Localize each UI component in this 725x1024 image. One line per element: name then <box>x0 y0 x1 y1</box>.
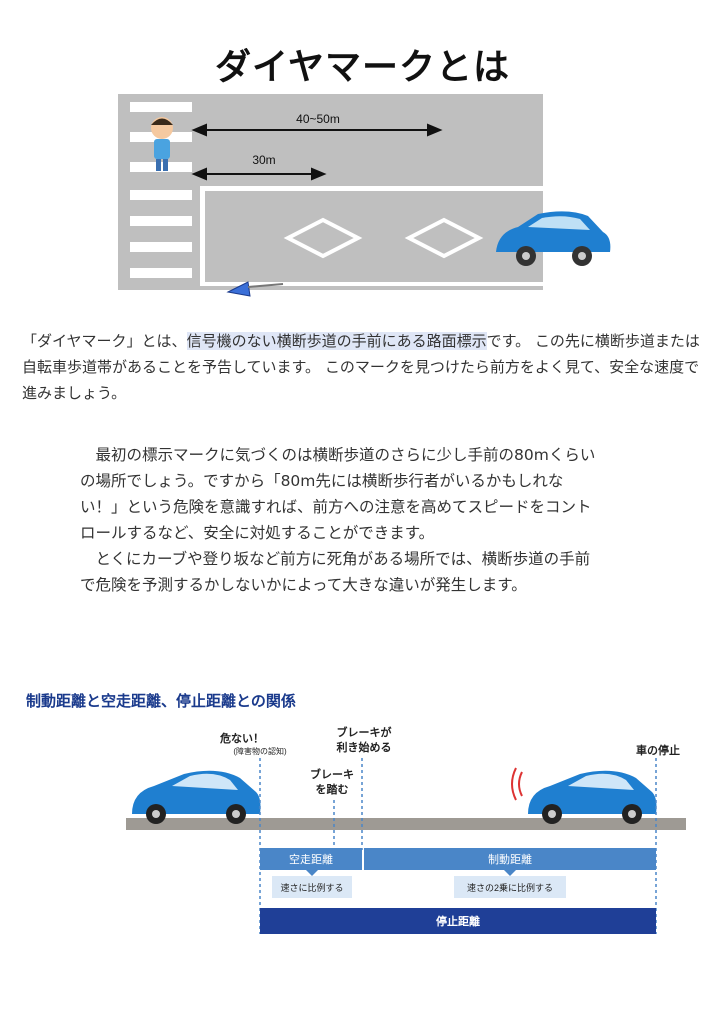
ground <box>126 818 686 830</box>
braking-note-box <box>454 876 566 898</box>
intro-text-1: 「ダイヤマーク」とは、 <box>22 332 187 350</box>
road-scene-illustration: 40~50m 30m <box>118 92 613 300</box>
stopping-distance-diagram: 危ない！ (障害物の認知) ブレーキが 利き始める ブレーキ を踏む 車の停止 … <box>126 725 686 934</box>
stopping-bar <box>260 908 656 934</box>
label-danger: 危ない！ <box>219 731 264 745</box>
body-text: 最初の標示マークに気づくのは横断歩道のさらに少し手前の80mくらいの場所でしょう… <box>80 442 600 598</box>
body-paragraph-1: 最初の標示マークに気づくのは横断歩道のさらに少し手前の80mくらいの場所でしょう… <box>80 446 596 542</box>
braking-note: 速さの2乗に比例する <box>467 882 553 893</box>
intro-highlight: 信号機のない横断歩道の手前にある路面標示 <box>186 332 487 350</box>
braking-bar <box>364 848 656 870</box>
label-brake-press-2: を踏む <box>316 782 349 796</box>
distance-arrow-short <box>191 167 327 181</box>
label-danger-sub: (障害物の認知) <box>233 746 287 756</box>
page-title: ダイヤマークとは <box>215 47 510 88</box>
distance-label-short: 30m <box>252 153 275 167</box>
child-pedestrian-icon <box>151 117 173 171</box>
label-brake-press-1: ブレーキ <box>310 767 354 781</box>
lane-line <box>200 186 543 191</box>
warning-sign-icon <box>226 281 251 297</box>
intro-paragraph: 「ダイヤマーク」とは、信号機のない横断歩道の手前にある路面標示です。 この先に横… <box>22 328 712 406</box>
diamond-marking <box>283 217 363 259</box>
distance-label-long: 40~50m <box>296 112 340 126</box>
label-brake-start-2: 利き始める <box>337 740 392 754</box>
diamond-marking <box>404 217 484 259</box>
free-run-note: 速さに比例する <box>280 882 343 893</box>
braking-label: 制動距離 <box>488 852 532 866</box>
left-car-icon <box>132 770 261 824</box>
intro-text-2: です。 この先に横断歩道または自転車歩道帯があることを予告しています。 このマー… <box>22 332 700 402</box>
free-run-bar <box>260 848 362 870</box>
label-brake-start-1: ブレーキが <box>337 725 392 739</box>
label-stop: 車の停止 <box>636 743 680 757</box>
car-icon <box>496 211 611 266</box>
distance-arrow-long <box>191 123 443 137</box>
body-paragraph-2: とくにカーブや登り坂など前方に死角がある場所では、横断歩道の手前で危険を予測する… <box>80 550 591 594</box>
stopping-label: 停止距離 <box>436 914 480 928</box>
marker-lines <box>259 758 657 934</box>
diagram-heading: 制動距離と空走距離、停止距離との関係 <box>26 692 296 710</box>
free-run-note-box <box>272 876 352 898</box>
right-car-icon <box>511 767 657 824</box>
free-run-label: 空走距離 <box>289 852 333 866</box>
